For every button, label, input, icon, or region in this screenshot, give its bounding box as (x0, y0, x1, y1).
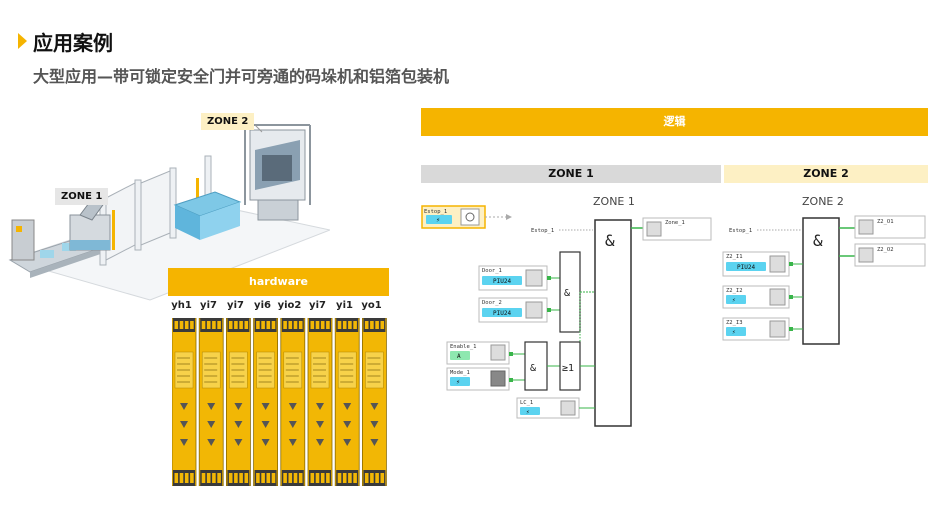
lightning-icon: ⚡ (526, 409, 530, 416)
zone1-and-gate (594, 219, 632, 427)
lightning-icon: ⚡ (436, 216, 440, 224)
module-label: yi7 (227, 300, 244, 311)
estop-input-label: Estop_1 (424, 209, 447, 215)
page-title: 应用案例 (33, 31, 113, 55)
enable-badge: A (457, 353, 461, 360)
logic-header: 逻辑 (421, 108, 928, 136)
estop-input-block[interactable]: Estop_1 ⚡ (421, 205, 486, 229)
door2-badge: PIU24 (493, 310, 511, 317)
z2-out2-label: Z2_O2 (877, 247, 894, 253)
hardware-modules (172, 318, 387, 486)
safety-relay-module (334, 318, 360, 486)
lc-label: LC_1 (520, 400, 533, 406)
z2-out1-label: Z2_O1 (877, 219, 894, 225)
enable-label: Enable_1 (450, 344, 477, 350)
safety-relay-module (307, 318, 333, 486)
mode-label: Mode_1 (450, 370, 470, 376)
or-symbol: ≥1 (562, 363, 574, 374)
logic-zone2-bar: ZONE 2 (724, 165, 928, 183)
hardware-panel: hardware yh1 yi7 yi7 yi6 yio2 yi7 yi1 yo… (168, 268, 389, 488)
module-label: yi7 (200, 300, 217, 311)
logic-diagram: Estop_1 ⚡ Estop_1 & Zone_1 Door_1 PIU24 … (421, 205, 926, 427)
z2-out1-block[interactable]: Z2_O1 (854, 215, 926, 239)
door1-block[interactable]: Door_1 PIU24 (478, 265, 551, 291)
zone1-output-label: Zone_1 (665, 220, 685, 226)
zone2-illustration-label: ZONE 2 (201, 113, 255, 130)
lightning-icon: ⚡ (732, 297, 736, 304)
zone1-output-block[interactable]: Zone_1 (642, 217, 712, 241)
logic-zone1-caption: ZONE 1 (593, 195, 635, 208)
estop-ref-z2: Estop_1 (729, 228, 752, 234)
z2-in2-label: Z2_I2 (726, 288, 743, 294)
door1-label: Door_1 (482, 268, 502, 274)
estop-ref-z1: Estop_1 (531, 228, 554, 234)
module-label: yo1 (361, 300, 382, 311)
hardware-header: hardware (168, 268, 389, 296)
logic-zone1-bar: ZONE 1 (421, 165, 721, 183)
safety-relay-module (361, 318, 387, 486)
zone1-and-symbol: & (605, 231, 615, 250)
lightning-icon: ⚡ (732, 329, 736, 336)
lightning-icon: ⚡ (456, 378, 460, 386)
zone2-and-symbol: & (813, 231, 823, 250)
logic-zone2-caption: ZONE 2 (802, 195, 844, 208)
safety-relay-module (172, 318, 197, 486)
safety-relay-module (226, 318, 251, 486)
title-marker-icon (18, 33, 27, 49)
mode-block[interactable]: Mode_1 ⚡ (446, 367, 513, 391)
z2-in2-block[interactable]: Z2_I2 ⚡ (722, 285, 803, 309)
module-label: yi1 (336, 300, 353, 311)
zone2-and-gate (802, 217, 840, 345)
page-subtitle: 大型应用—带可锁定安全门并可旁通的码垛机和铝箔包装机 (33, 67, 450, 86)
module-label: yio2 (277, 300, 302, 311)
z2-in1-label: Z2_I1 (726, 254, 743, 260)
door2-label: Door_2 (482, 300, 502, 306)
hardware-module-labels: yh1 yi7 yi7 yi6 yio2 yi7 yi1 yo1 (168, 300, 389, 316)
z2-in1-badge: PIU24 (737, 264, 755, 271)
safety-relay-module (198, 318, 224, 486)
z2-in3-block[interactable]: Z2_I3 ⚡ (722, 317, 803, 341)
palletizer-illustration (8, 124, 330, 301)
zone1-illustration-label: ZONE 1 (55, 188, 109, 205)
z2-in1-block[interactable]: Z2_I1 PIU24 (722, 251, 803, 277)
door-and-symbol: & (564, 288, 570, 299)
z2-out2-block[interactable]: Z2_O2 (854, 243, 926, 267)
module-label: yi7 (309, 300, 326, 311)
safety-relay-module (280, 318, 306, 486)
z2-in3-label: Z2_I3 (726, 320, 743, 326)
door2-block[interactable]: Door_2 PIU24 (478, 297, 551, 323)
lc-block[interactable]: LC_1 ⚡ (516, 397, 595, 419)
door1-badge: PIU24 (493, 278, 511, 285)
module-label: yi6 (254, 300, 271, 311)
enable-block[interactable]: Enable_1 A (446, 341, 513, 365)
enable-mode-and-symbol: & (530, 363, 536, 374)
safety-relay-module (253, 318, 278, 486)
module-label: yh1 (171, 300, 192, 311)
